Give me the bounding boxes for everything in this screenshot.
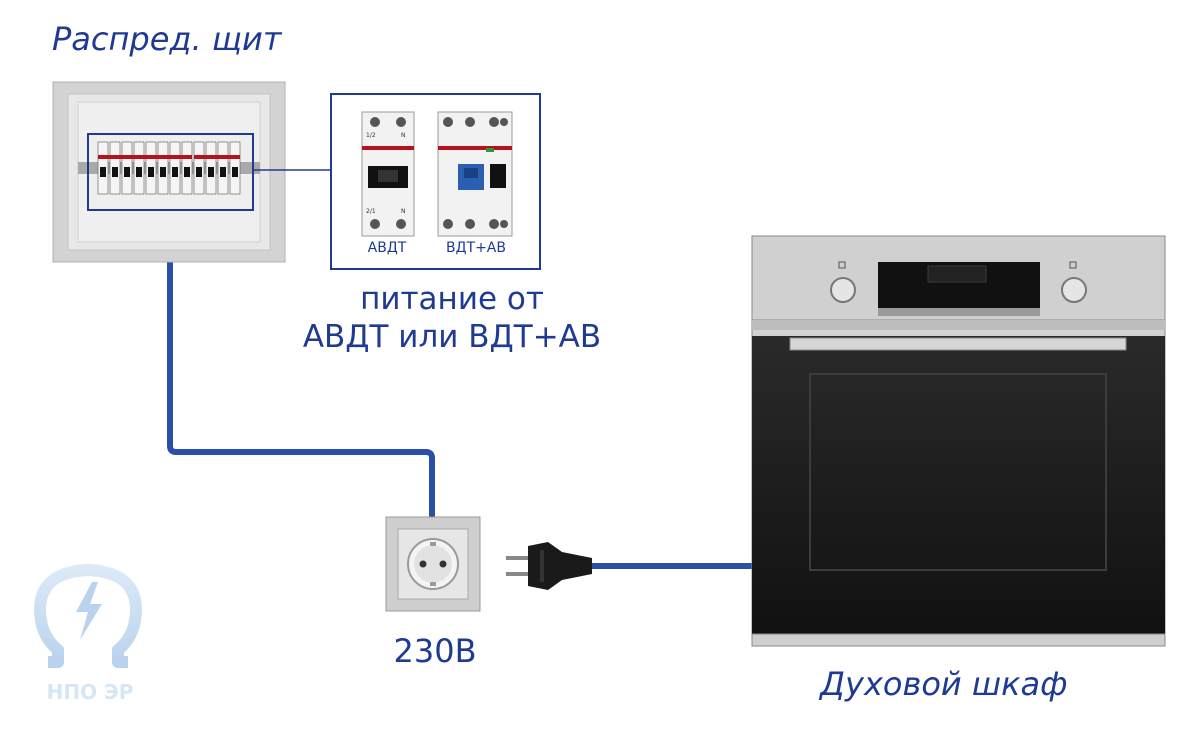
cable-panel-to-socket — [167, 262, 435, 520]
breaker-mark-top-right: N — [401, 132, 406, 139]
feed-caption-line1: питание от — [360, 281, 544, 317]
logo-icon — [34, 564, 142, 668]
breaker-zoom-box: 1/2 N 2/1 N — [330, 93, 541, 270]
plug-icon — [506, 542, 592, 590]
feed-caption: питание от АВДТ или ВДТ+АВ — [252, 280, 652, 356]
feed-caption-line2: АВДТ или ВДТ+АВ — [302, 319, 602, 355]
oven-label: Духовой шкаф — [820, 665, 1068, 703]
breaker2-caption: ВДТ+АВ — [445, 240, 506, 256]
breaker-mark-top-left: 1/2 — [366, 132, 376, 139]
breaker-mark-bottom-right: N — [401, 208, 406, 215]
panel-title: Распред. щит — [52, 20, 282, 58]
breaker1-caption: АВДТ — [367, 240, 407, 256]
rcd-breaker-icon — [437, 111, 513, 237]
voltage-label: 230В — [393, 632, 477, 670]
socket-icon — [385, 516, 481, 612]
breaker-icon: 1/2 N 2/1 N — [361, 111, 415, 237]
breaker-mark-bottom-left: 2/1 — [366, 208, 376, 215]
distribution-panel-icon — [52, 81, 330, 263]
logo-text: НПО ЭР — [46, 680, 134, 704]
oven-icon — [751, 235, 1166, 647]
